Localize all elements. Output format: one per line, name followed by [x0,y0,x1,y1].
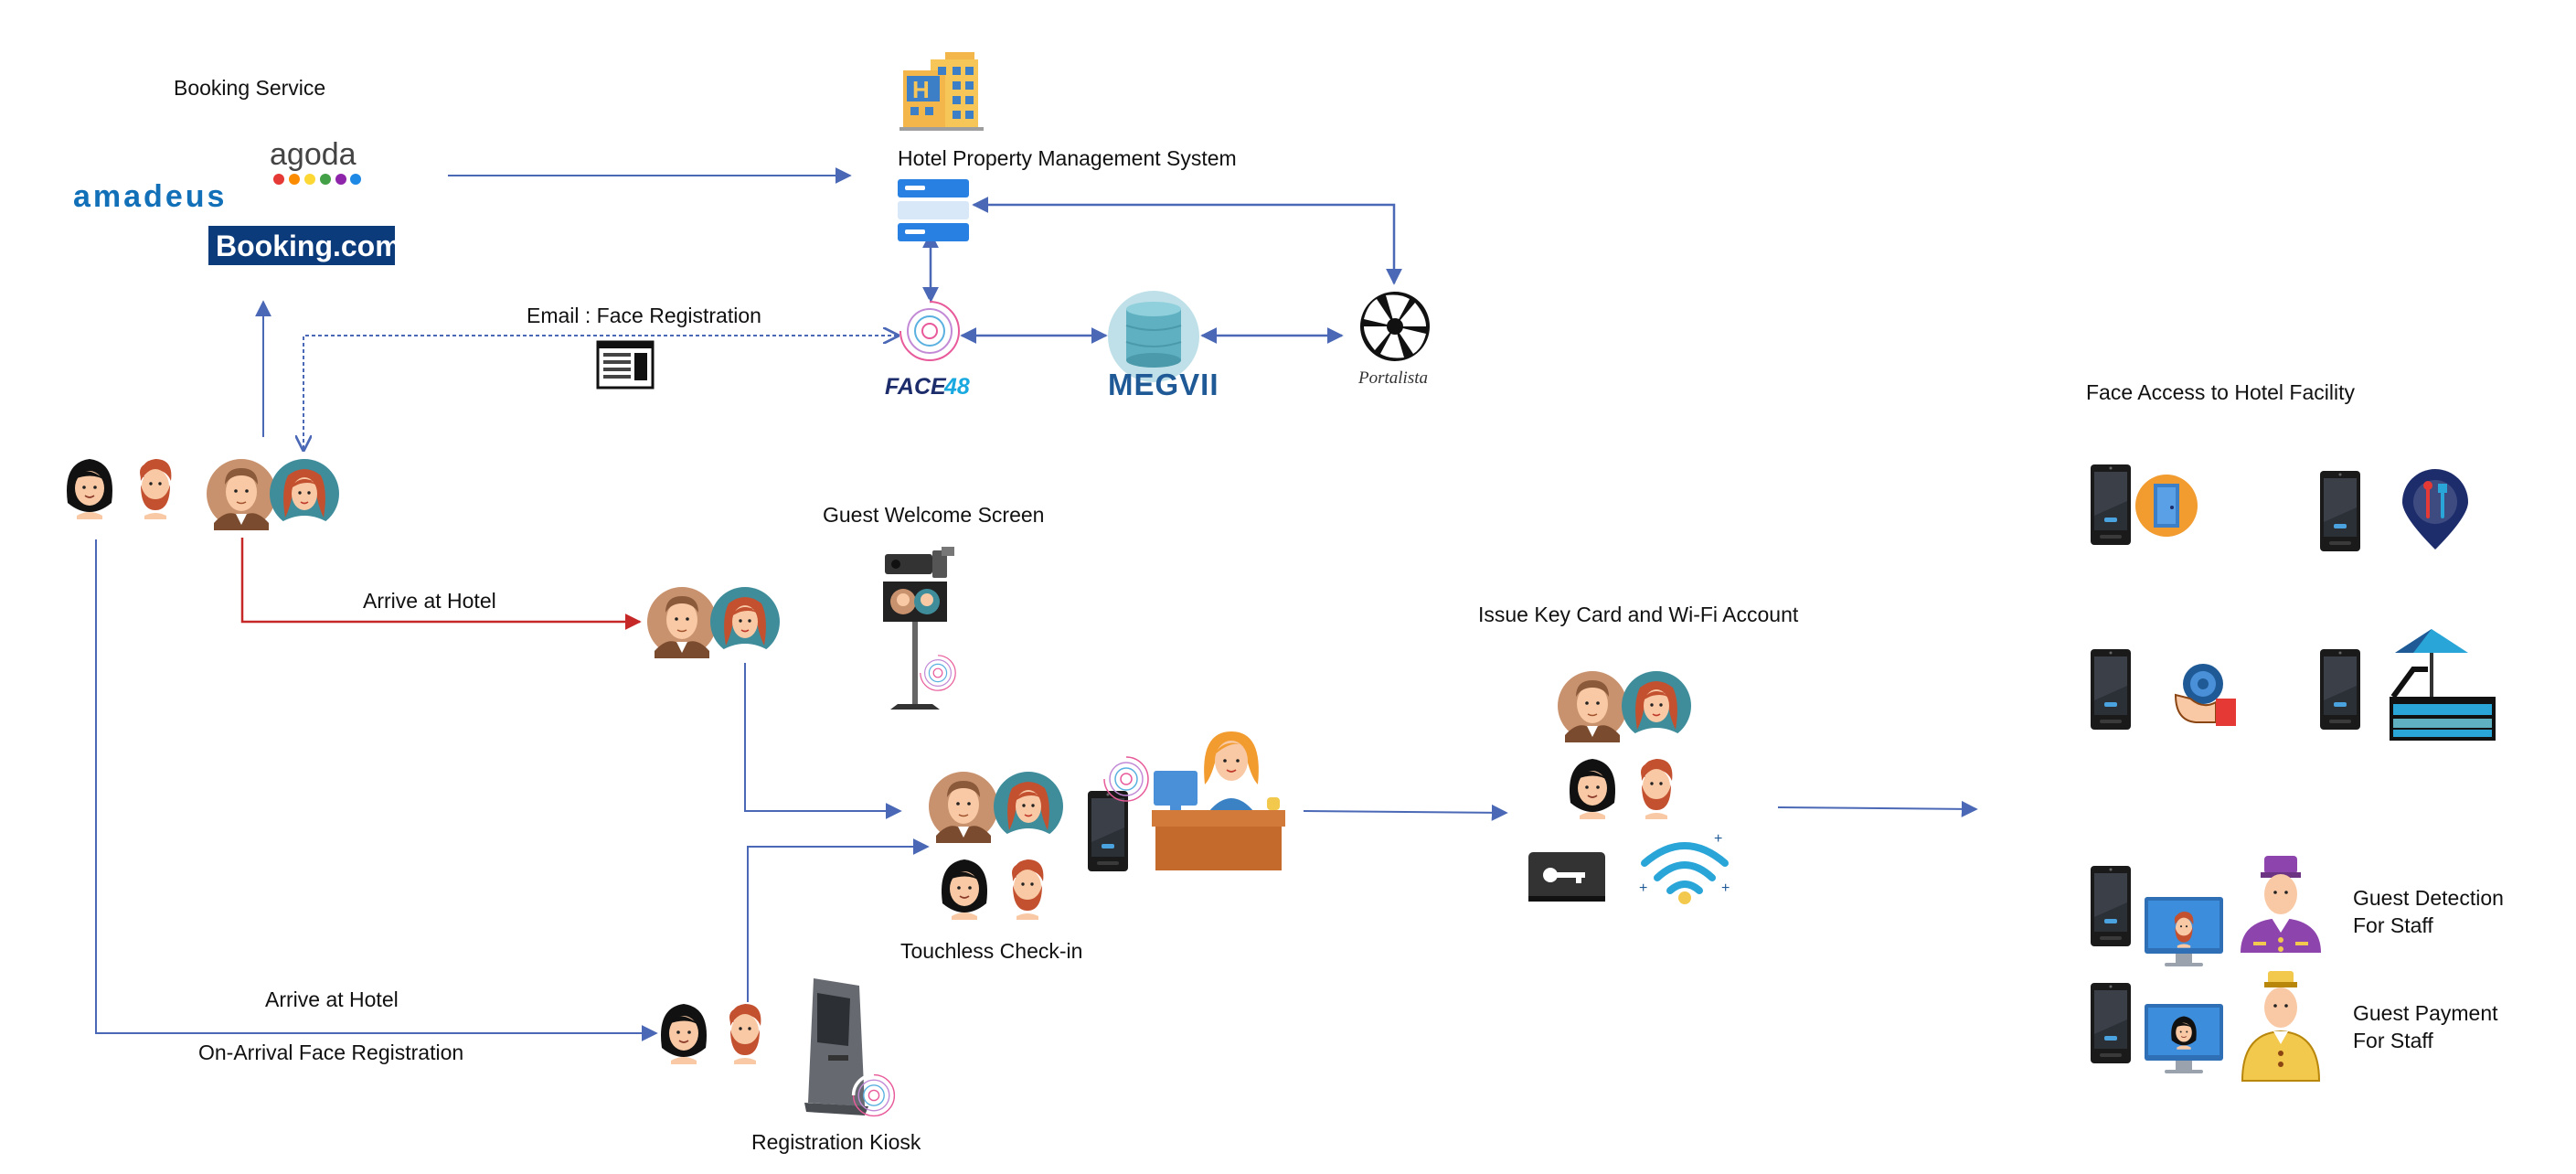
agoda-logo-text: agoda [270,137,357,172]
guest-payment-label-line2: For Staff [2353,1029,2433,1052]
receptionist-desk-icon [1102,731,1285,870]
staff-icon [2241,971,2321,1082]
svg-text:+: + [1721,880,1730,896]
arrow-on-arrival-registration [95,539,658,1041]
wifi-icon: + + + [1639,831,1730,904]
arrow-checkin-to-keycard [1303,804,1508,821]
hotel-pms-label: Hotel Property Management System [898,146,1237,170]
kiosk-icon [804,978,897,1118]
email-face-registration-label: Email : Face Registration [527,304,761,327]
megvii-database-icon: MEGVII [1108,291,1219,401]
registration-kiosk-label: Registration Kiosk [751,1130,921,1154]
email-form-icon [596,340,655,390]
booking-service-label: Booking Service [174,76,325,100]
portalista-logo-icon: Portalista [1357,292,1430,388]
guest-couple-icon [928,771,1064,844]
issue-key-card-label: Issue Key Card and Wi-Fi Account [1478,603,1799,626]
face-terminal-icon [1088,791,1128,871]
arrow-kiosk-to-checkin [747,838,930,1002]
portalista-logo-text: Portalista [1357,368,1428,388]
arrive-at-hotel-top-label: Arrive at Hotel [363,589,496,613]
arrow-arrive-at-hotel-red [240,538,642,630]
arrow-couple-to-checkin [744,663,902,819]
face-access-label: Face Access to Hotel Facility [2086,380,2355,404]
restaurant-pin-icon [2402,469,2468,550]
svg-text:+: + [1639,880,1647,896]
arrow-keycard-to-facilities [1777,800,1978,817]
svg-text:+: + [1714,831,1722,847]
touchless-checkin-label: Touchless Check-in [900,939,1082,963]
hotel-letter: H [912,76,930,103]
booking-com-logo-text: Booking.com [216,229,401,262]
guest-payment-label-line1: Guest Payment [2353,1001,2498,1025]
guest-couple-icon [646,586,781,659]
guest-couple-icon [1557,670,1692,743]
face48-logo-number: 48 [943,374,970,400]
face-terminal-icon [2091,866,2131,946]
on-arrival-face-registration-label: On-Arrival Face Registration [198,1041,463,1064]
camera-icon [885,547,954,578]
bellboy-icon [2241,856,2321,953]
arrow-pms-portalista [972,197,1402,285]
guest-pair-icon [941,858,1046,922]
arrive-at-hotel-bottom-label: Arrive at Hotel [265,987,399,1011]
welcome-screen-stand-icon [883,582,957,710]
amadeus-logo: amadeus [73,179,227,214]
booking-service-group: Booking Service amadeus agoda Booking.co… [73,76,401,265]
guest-detection-label-line2: For Staff [2353,913,2433,937]
pool-icon [2390,629,2496,741]
door-icon [2135,475,2198,537]
megvii-logo-text: MEGVII [1108,368,1219,401]
key-card-icon [1528,852,1605,902]
face48-scan-icon: FACE 48 [885,302,970,400]
booking-com-logo: Booking.com [208,226,401,265]
face-terminal-icon [2320,471,2360,551]
face-terminal-icon [2091,464,2131,545]
guest-pair-icon [1569,757,1675,821]
agoda-logo: agoda [270,137,361,185]
guest-welcome-screen-label: Guest Welcome Screen [823,503,1044,527]
monitor-icon [2145,1004,2223,1073]
face-terminal-icon [2091,649,2131,730]
guest-pair-icon [660,1002,763,1066]
face48-logo-text: FACE [885,374,947,400]
face-terminal-icon [2091,983,2131,1063]
face-terminal-icon [2320,649,2360,730]
guest-couple-icon [206,458,340,531]
connectors [95,167,1978,1041]
hotel-building-icon: H [899,52,984,131]
monitor-icon [2145,897,2223,966]
guest-detection-label-line1: Guest Detection [2353,886,2504,910]
guest-pair-icon [66,457,174,521]
server-icon [898,179,969,241]
gym-icon [2174,664,2236,726]
